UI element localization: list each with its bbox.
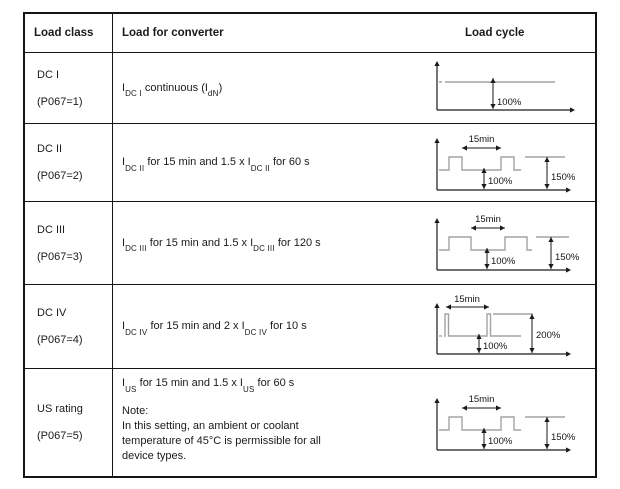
svg-text:100%: 100% xyxy=(488,436,513,447)
svg-text:15min: 15min xyxy=(469,394,495,405)
load-description: IDC IV for 15 min and 2 x IDC IV for 10 … xyxy=(122,319,307,337)
description-line: temperature of 45°C is permissible for a… xyxy=(122,435,321,447)
load-class-cell: DC I (P067=1) xyxy=(25,53,113,123)
load-description-cell: IDC I continuous (IdN) 100% xyxy=(113,53,595,123)
load-class-table: Load class Load for converter Load cycle… xyxy=(23,12,597,478)
load-class-cell: DC II (P067=2) xyxy=(25,124,113,201)
load-class-cell: US rating (P067=5) xyxy=(25,369,113,476)
svg-text:100%: 100% xyxy=(491,256,516,267)
table-row: DC III (P067=3) IDC III for 15 min and 1… xyxy=(25,201,595,284)
svg-text:150%: 150% xyxy=(551,432,576,443)
load-class-name: DC III xyxy=(37,223,66,236)
description-line: Note: xyxy=(122,405,149,417)
load-class-cell: DC III (P067=3) xyxy=(25,202,113,284)
svg-text:15min: 15min xyxy=(454,294,480,305)
load-class-param: (P067=5) xyxy=(37,430,83,442)
description-line: IDC IV for 15 min and 2 x IDC IV for 10 … xyxy=(122,320,307,337)
header-main-cell: Load for converter Load cycle xyxy=(113,14,595,52)
load-class-name: DC IV xyxy=(37,307,67,319)
description-line: IDC I continuous (IdN) xyxy=(122,81,223,99)
svg-text:15min: 15min xyxy=(469,134,495,145)
svg-text:15min: 15min xyxy=(475,214,501,225)
load-description: IDC III for 15 min and 1.5 x IDC III for… xyxy=(122,236,321,254)
load-cycle-diagram: 100% xyxy=(429,58,579,118)
header-load-class: Load class xyxy=(25,14,113,52)
load-cycle-diagram: 15min 100% 200% xyxy=(429,294,579,360)
load-cycle-diagram: 15min 100% 150% xyxy=(429,130,579,196)
description-line: IUS for 15 min and 1.5 x IUS for 60 s xyxy=(122,377,295,394)
description-line: IDC III for 15 min and 1.5 x IDC III for… xyxy=(122,236,321,254)
load-description: IDC II for 15 min and 1.5 x IDC II for 6… xyxy=(122,155,310,173)
table-header-row: Load class Load for converter Load cycle xyxy=(25,14,595,52)
table-row: US rating (P067=5) IUS for 15 min and 1.… xyxy=(25,368,595,476)
description-line: device types. xyxy=(122,450,187,462)
description-line xyxy=(122,391,321,404)
load-description: IDC I continuous (IdN) xyxy=(122,81,223,99)
load-class-param: (P067=4) xyxy=(37,334,83,346)
load-cycle-diagram: 15min 100% 150% xyxy=(429,390,579,456)
load-description-cell: IUS for 15 min and 1.5 x IUS for 60 s Not… xyxy=(113,369,595,476)
table-body: DC I (P067=1) IDC I continuous (IdN) 100… xyxy=(25,52,595,476)
svg-text:150%: 150% xyxy=(551,172,576,183)
svg-text:100%: 100% xyxy=(497,97,522,108)
load-class-param: (P067=1) xyxy=(37,95,83,108)
load-description-cell: IDC III for 15 min and 1.5 x IDC III for… xyxy=(113,202,595,284)
svg-text:100%: 100% xyxy=(488,176,513,187)
table-row: DC I (P067=1) IDC I continuous (IdN) 100… xyxy=(25,52,595,123)
load-description-cell: IDC II for 15 min and 1.5 x IDC II for 6… xyxy=(113,124,595,201)
svg-text:100%: 100% xyxy=(483,341,508,352)
table-row: DC II (P067=2) IDC II for 15 min and 1.5… xyxy=(25,123,595,201)
load-class-name: DC II xyxy=(37,143,63,155)
load-class-name: DC I xyxy=(37,68,59,81)
description-line: In this setting, an ambient or coolant xyxy=(122,420,299,432)
load-class-param: (P067=2) xyxy=(37,170,83,182)
svg-text:150%: 150% xyxy=(555,252,579,263)
description-line: IDC II for 15 min and 1.5 x IDC II for 6… xyxy=(122,156,310,173)
svg-text:200%: 200% xyxy=(536,330,561,341)
header-load-for-converter: Load for converter xyxy=(122,27,224,39)
load-cycle-diagram: 15min 100% 150% xyxy=(429,210,580,276)
load-description: IUS for 15 min and 1.5 x IUS for 60 s Not… xyxy=(122,376,321,464)
load-class-cell: DC IV (P067=4) xyxy=(25,285,113,368)
load-description-cell: IDC IV for 15 min and 2 x IDC IV for 10 … xyxy=(113,285,595,368)
load-class-name: US rating xyxy=(37,403,83,415)
header-load-cycle: Load cycle xyxy=(465,27,525,39)
table-row: DC IV (P067=4) IDC IV for 15 min and 2 x… xyxy=(25,284,595,368)
load-class-param: (P067=3) xyxy=(37,250,83,263)
